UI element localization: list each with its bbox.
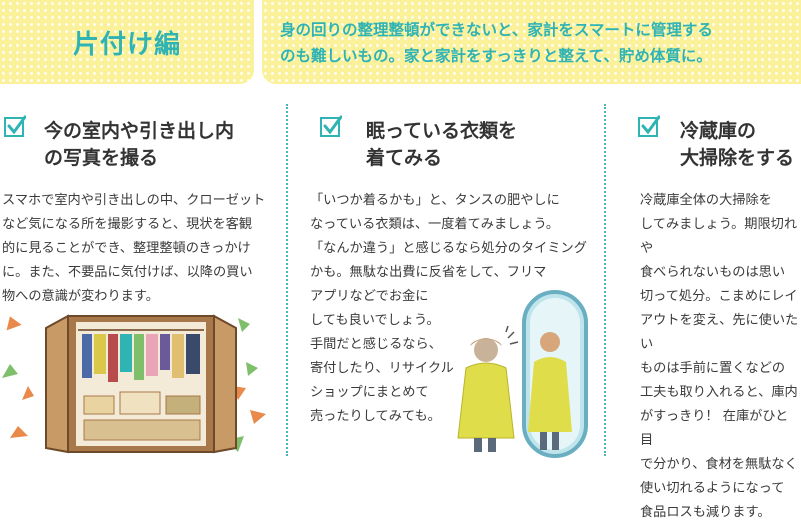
body-line: 食品ロスも減ります。	[640, 505, 771, 520]
heading-line: 大掃除をする	[680, 147, 795, 169]
triangle-orange	[250, 410, 266, 424]
body-line: アウトを変え、先に使いたい	[640, 313, 799, 352]
triangle-green	[2, 364, 18, 378]
triangle-orange	[10, 426, 28, 438]
body-line: スマホで室内や引き出しの中、クローゼット	[2, 193, 266, 208]
body-line: かも。無駄な出費に反省をして、フリマ	[310, 265, 547, 280]
body-line: 食べられないものは思い	[640, 265, 786, 280]
heading-line: 眠っている衣類を	[366, 120, 518, 142]
triangle-green	[246, 362, 258, 376]
page-title: 片付け編	[72, 29, 181, 60]
checkbox-icon	[4, 115, 26, 137]
wardrobe-illustration	[2, 314, 266, 454]
column-1-body: スマホで室内や引き出しの中、クローゼット など気になる所を撮影すると、現状を客観…	[2, 189, 282, 309]
body-line: 切って処分。こまめにレイ	[640, 289, 798, 304]
intro-banner: 身の回りの整理整頓ができないと、家計をスマートに管理する のも難しいもの。家と家…	[262, 0, 801, 84]
body-line: 工夫も取り入れると、庫内	[640, 385, 798, 400]
column-1-heading: 今の室内や引き出し内 の写真を撮る	[44, 118, 234, 172]
triangle-orange	[22, 386, 34, 400]
body-line: 「いつか着るかも」と、タンスの肥やしに	[310, 193, 560, 208]
body-line: 手間だと感じるなら、	[310, 337, 442, 352]
column-3-body: 冷蔵庫全体の大掃除を してみましょう。期限切れや 食べられないものは思い 切って…	[640, 189, 800, 525]
body-line: 使い切れるようになって	[640, 481, 785, 496]
body-line: など気になる所を撮影すると、現状を客観	[2, 217, 253, 232]
checkbox-icon	[638, 115, 660, 137]
checkbox-icon	[320, 115, 342, 137]
body-line: ものは手前に置くなどの	[640, 361, 786, 376]
triangle-green	[238, 318, 250, 332]
body-line: で分かり、食材を無駄なく	[640, 457, 798, 472]
title-banner	[0, 0, 254, 84]
body-line: してみましょう。期限切れや	[640, 217, 798, 256]
column-2-body: 「いつか着るかも」と、タンスの肥やしに なっている衣類は、一度着てみましょう。 …	[310, 189, 602, 429]
body-line: 寄付したり、リサイクル	[310, 361, 454, 376]
body-line: 冷蔵庫全体の大掃除を	[640, 193, 772, 208]
body-line: 売ったりしてみても。	[310, 409, 441, 424]
heading-line: 今の室内や引き出し内	[44, 120, 235, 142]
body-line: がすっきり！ 在庫がひと目	[640, 409, 789, 448]
intro-text: 身の回りの整理整頓ができないと、家計をスマートに管理する のも難しいもの。家と家…	[280, 17, 790, 69]
heading-line: の写真を撮る	[44, 147, 159, 169]
body-line: 「なんか違う」と感じるなら処分のタイミング	[310, 241, 587, 256]
body-line: に。また、不要品に気付けば、以降の買い	[2, 265, 253, 280]
body-line: 物への意識が変わります。	[2, 289, 159, 304]
heading-line: 冷蔵庫の	[680, 120, 757, 142]
intro-line: のも難しいもの。家と家計をすっきりと整えて、貯め体質に。	[280, 47, 712, 65]
body-line: ショップにまとめて	[310, 385, 429, 400]
heading-line: 着てみる	[366, 147, 443, 169]
column-separator	[286, 104, 288, 456]
column-2-heading: 眠っている衣類を 着てみる	[366, 118, 517, 172]
body-line: なっている衣類は、一度着てみましょう。	[310, 217, 560, 232]
column-3-heading: 冷蔵庫の 大掃除をする	[680, 118, 794, 172]
intro-line: 身の回りの整理整頓ができないと、家計をスマートに管理する	[280, 21, 713, 39]
column-separator	[604, 104, 606, 456]
mirror-illustration	[457, 290, 588, 458]
body-line: アプリなどでお金に	[310, 289, 429, 304]
body-line: しても良いでしょう。	[310, 313, 440, 328]
body-line: 的に見ることができ、整理整頓のきっかけ	[2, 241, 251, 256]
triangle-orange	[6, 316, 22, 331]
